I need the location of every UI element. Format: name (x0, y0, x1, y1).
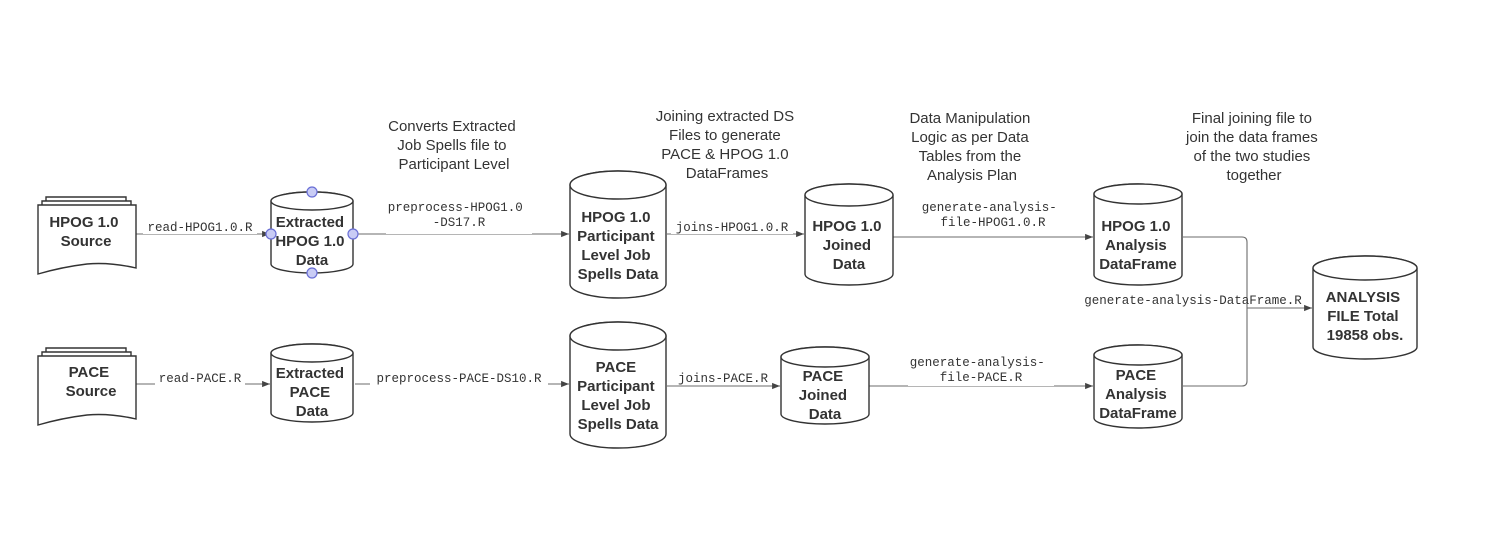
edge-label-generate-dataframe: generate-analysis-DataFrame.R (1084, 294, 1302, 308)
hpog-source-node[interactable]: HPOG 1.0 Source (37, 196, 137, 275)
pace-participant-label: PACE Participant Level Job Spells Data (577, 359, 659, 433)
final-analysis-label: ANALYSIS FILE Total 19858 obs. (1326, 289, 1405, 344)
hpog-analysis-label: HPOG 1.0 Analysis DataFrame (1099, 218, 1177, 273)
selection-handle-left[interactable] (265, 228, 277, 240)
hpog-extracted-label: Extracted HPOG 1.0 Data (275, 214, 348, 269)
note-converts: Converts Extracted Job Spells file to Pa… (388, 118, 520, 173)
note-final-join: Final joining file to join the data fram… (1185, 110, 1322, 184)
hpog-extracted-node[interactable]: Extracted HPOG 1.0 Data (270, 191, 354, 274)
hpog-participant-label: HPOG 1.0 Participant Level Job Spells Da… (577, 209, 659, 283)
edge-label-generate-pace: generate-analysis- file-PACE.R (910, 356, 1053, 385)
hpog-analysis-node[interactable]: HPOG 1.0 Analysis DataFrame (1093, 183, 1183, 286)
edge-merge-bracket[interactable] (1183, 236, 1248, 387)
edge-label-joins-hpog: joins-HPOG1.0.R (676, 221, 789, 235)
pace-participant-node[interactable]: PACE Participant Level Job Spells Data (569, 321, 667, 449)
edge-label-read-hpog: read-HPOG1.0.R (147, 221, 253, 235)
hpog-joined-label: HPOG 1.0 Joined Data (812, 218, 885, 273)
note-joining: Joining extracted DS Files to generate P… (656, 108, 799, 182)
edge-label-joins-pace: joins-PACE.R (678, 372, 769, 386)
final-analysis-node[interactable]: ANALYSIS FILE Total 19858 obs. (1312, 255, 1418, 360)
edge-label-preprocess-hpog: preprocess-HPOG1.0 -DS17.R (388, 201, 531, 230)
note-manipulation: Data Manipulation Logic as per Data Tabl… (909, 110, 1034, 184)
pace-joined-node[interactable]: PACE Joined Data (780, 346, 870, 425)
hpog-joined-node[interactable]: HPOG 1.0 Joined Data (804, 183, 894, 286)
selection-handles[interactable] (265, 186, 359, 279)
pace-extracted-node[interactable]: Extracted PACE Data (270, 343, 354, 423)
pace-source-label: PACE Source (66, 364, 117, 400)
hpog-participant-node[interactable]: HPOG 1.0 Participant Level Job Spells Da… (569, 170, 667, 299)
edge-label-generate-hpog: generate-analysis- file-HPOG1.0.R (922, 201, 1065, 230)
edge-label-preprocess-pace: preprocess-PACE-DS10.R (376, 372, 542, 386)
selection-handle-bottom[interactable] (306, 267, 318, 279)
pace-extracted-label: Extracted PACE Data (276, 365, 349, 420)
edge-label-read-pace: read-PACE.R (159, 372, 242, 386)
pace-source-node[interactable]: PACE Source (37, 347, 137, 426)
annotations: Converts Extracted Job Spells file to Pa… (388, 108, 1322, 184)
selection-handle-right[interactable] (347, 228, 359, 240)
selection-handle-top[interactable] (306, 186, 318, 198)
hpog-source-label: HPOG 1.0 Source (49, 214, 122, 250)
pace-analysis-node[interactable]: PACE Analysis DataFrame (1093, 344, 1183, 429)
pace-analysis-label: PACE Analysis DataFrame (1099, 367, 1177, 422)
edge-labels: read-HPOG1.0.R read-PACE.R preprocess-HP… (143, 199, 1302, 386)
pace-joined-label: PACE Joined Data (799, 368, 852, 423)
